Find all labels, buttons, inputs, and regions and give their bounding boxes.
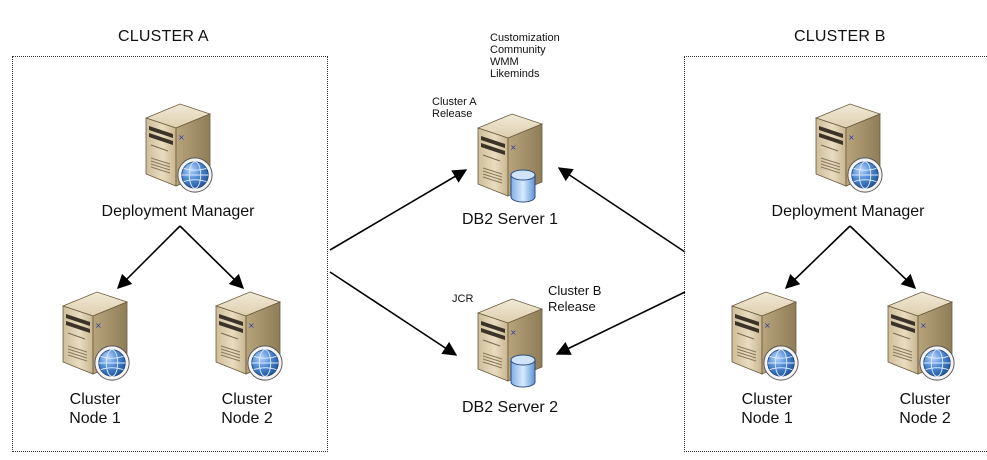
cluster-a-deployment-manager-label: Deployment Manager	[101, 203, 255, 220]
arrow-dm-b-to-node1	[784, 225, 851, 290]
cluster-a-deployment-manager-server[interactable]	[138, 100, 218, 190]
cluster-b-node1-label: Cluster Node 1	[741, 391, 793, 427]
db1-release-label: Cluster A Release	[432, 96, 477, 120]
arrow-cluster-a-to-db1	[329, 169, 468, 251]
db2-server-2-label: DB2 Server 2	[461, 399, 559, 416]
cluster-a-node1-server[interactable]	[55, 288, 135, 378]
cluster-a-node1-label: Cluster Node 1	[69, 391, 121, 427]
database-icon	[508, 353, 538, 389]
db2-release-label: Cluster B Release	[548, 283, 602, 314]
db2-server-1[interactable]	[470, 110, 550, 200]
db2-server-2[interactable]	[470, 295, 550, 385]
globe-icon	[246, 344, 284, 382]
arrow-dm-a-to-node1	[116, 225, 181, 290]
cluster-a-node2-label: Cluster Node 2	[221, 391, 273, 427]
globe-icon	[93, 344, 131, 382]
cluster-a-box	[12, 56, 328, 452]
db2-server-1-label: DB2 Server 1	[461, 211, 559, 228]
globe-icon	[176, 156, 214, 194]
arrow-cluster-a-to-db2	[329, 271, 458, 356]
cluster-a-title: CLUSTER A	[118, 28, 209, 45]
cluster-b-node1-server[interactable]	[724, 288, 804, 378]
globe-icon	[846, 156, 884, 194]
cluster-b-title: CLUSTER B	[794, 28, 886, 45]
jcr-label: JCR	[452, 293, 474, 305]
globe-icon	[918, 344, 956, 382]
cluster-b-node2-label: Cluster Node 2	[899, 391, 951, 427]
cluster-b-box	[684, 56, 987, 452]
arrow-dm-a-to-node2	[179, 225, 245, 290]
cluster-b-deployment-manager-server[interactable]	[808, 100, 888, 190]
arrow-cluster-b-to-db1	[557, 167, 686, 253]
database-icon	[508, 168, 538, 204]
cluster-a-node2-server[interactable]	[208, 288, 288, 378]
cluster-b-node2-server[interactable]	[880, 288, 960, 378]
globe-icon	[762, 344, 800, 382]
arrow-cluster-b-to-db2	[555, 291, 686, 355]
cluster-b-deployment-manager-label: Deployment Manager	[771, 203, 925, 220]
arrow-dm-b-to-node2	[849, 225, 917, 289]
db1-database-list: Customization Community WMM Likeminds	[490, 32, 560, 80]
